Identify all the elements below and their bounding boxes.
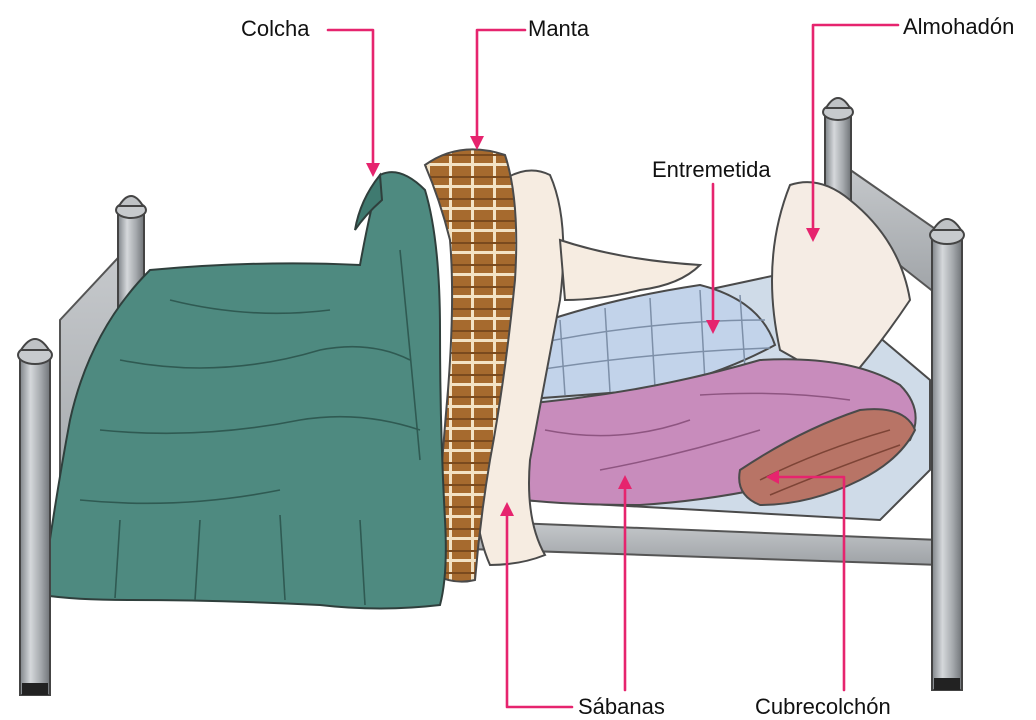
leader-colcha	[328, 30, 373, 168]
label-colcha: Colcha	[241, 16, 309, 42]
label-manta: Manta	[528, 16, 589, 42]
label-almohadon: Almohadón	[903, 14, 1014, 40]
bed-illustration	[18, 98, 964, 695]
label-entremetida: Entremetida	[652, 157, 771, 183]
leader-manta	[477, 30, 525, 140]
label-sabanas: Sábanas	[578, 694, 665, 720]
label-cubrecolchon: Cubrecolchón	[755, 694, 891, 720]
head-post-front	[932, 235, 962, 690]
bedspread	[42, 172, 446, 608]
foot-post-front	[20, 355, 50, 695]
